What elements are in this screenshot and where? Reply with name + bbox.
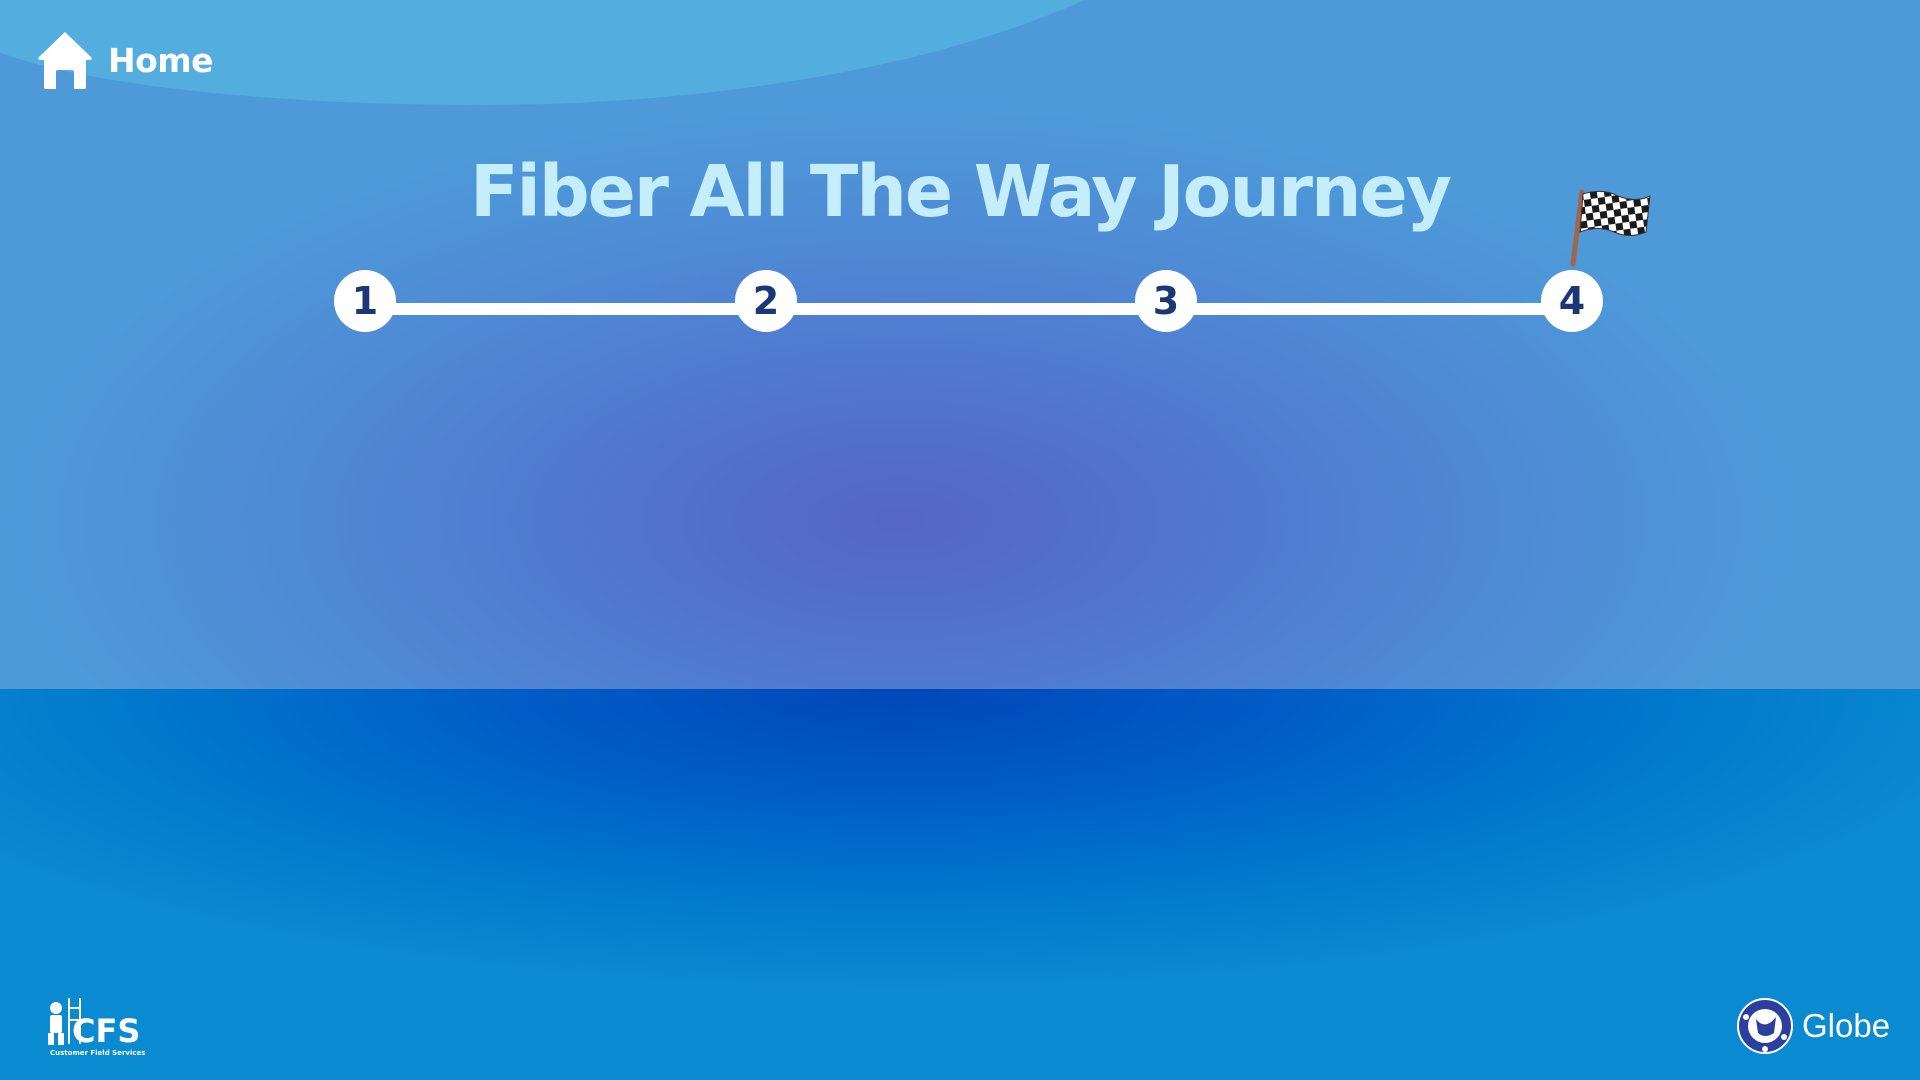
cfs-logo-tagline: Customer Field Services bbox=[50, 1049, 145, 1057]
step-4-button[interactable]: 4 bbox=[1541, 270, 1603, 332]
home-label: Home bbox=[108, 40, 214, 80]
globe-logo: Globe bbox=[1736, 996, 1890, 1056]
cfs-logo-text: CFS bbox=[72, 1012, 140, 1050]
home-button[interactable]: Home bbox=[36, 28, 214, 92]
globe-ball-icon bbox=[1737, 998, 1793, 1054]
bottom-panel bbox=[0, 689, 1920, 1080]
cfs-logo: CFS Customer Field Services bbox=[48, 998, 145, 1057]
stepper-track bbox=[364, 303, 1572, 315]
step-1-button[interactable]: 1 bbox=[334, 270, 396, 332]
step-3-button[interactable]: 3 bbox=[1135, 270, 1197, 332]
page-title: Fiber All The Way Journey bbox=[470, 150, 1452, 233]
home-icon bbox=[38, 32, 92, 89]
step-2-button[interactable]: 2 bbox=[735, 270, 797, 332]
checkered-flag-icon bbox=[1570, 189, 1651, 267]
top-panel bbox=[0, 0, 1920, 689]
globe-logo-text: Globe bbox=[1802, 1007, 1891, 1044]
